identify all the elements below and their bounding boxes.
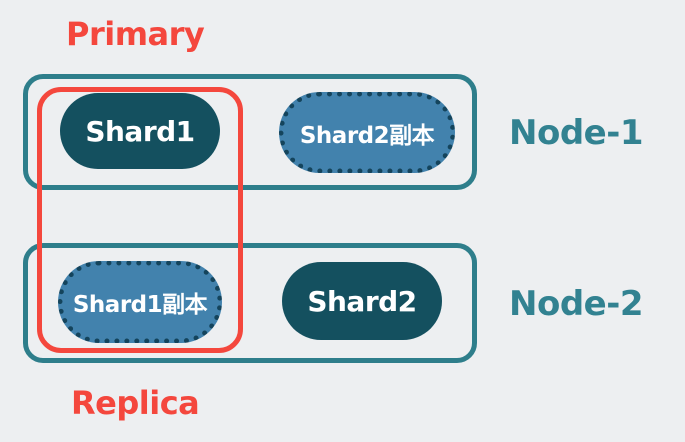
shard2-primary-pill: Shard2 (282, 262, 442, 340)
node1-container (23, 74, 477, 190)
primary-group-label: Primary (66, 15, 205, 53)
node2-container (23, 243, 477, 363)
shard2-replica-pill: Shard2副本 (279, 92, 455, 173)
shard1-primary-pill: Shard1 (60, 93, 220, 169)
shard1-replica-pill: Shard1副本 (58, 261, 222, 343)
shard1-group-outline (37, 87, 243, 353)
node2-label: Node-2 (509, 284, 643, 324)
node1-label: Node-1 (509, 113, 643, 153)
replica-group-label: Replica (71, 384, 200, 422)
